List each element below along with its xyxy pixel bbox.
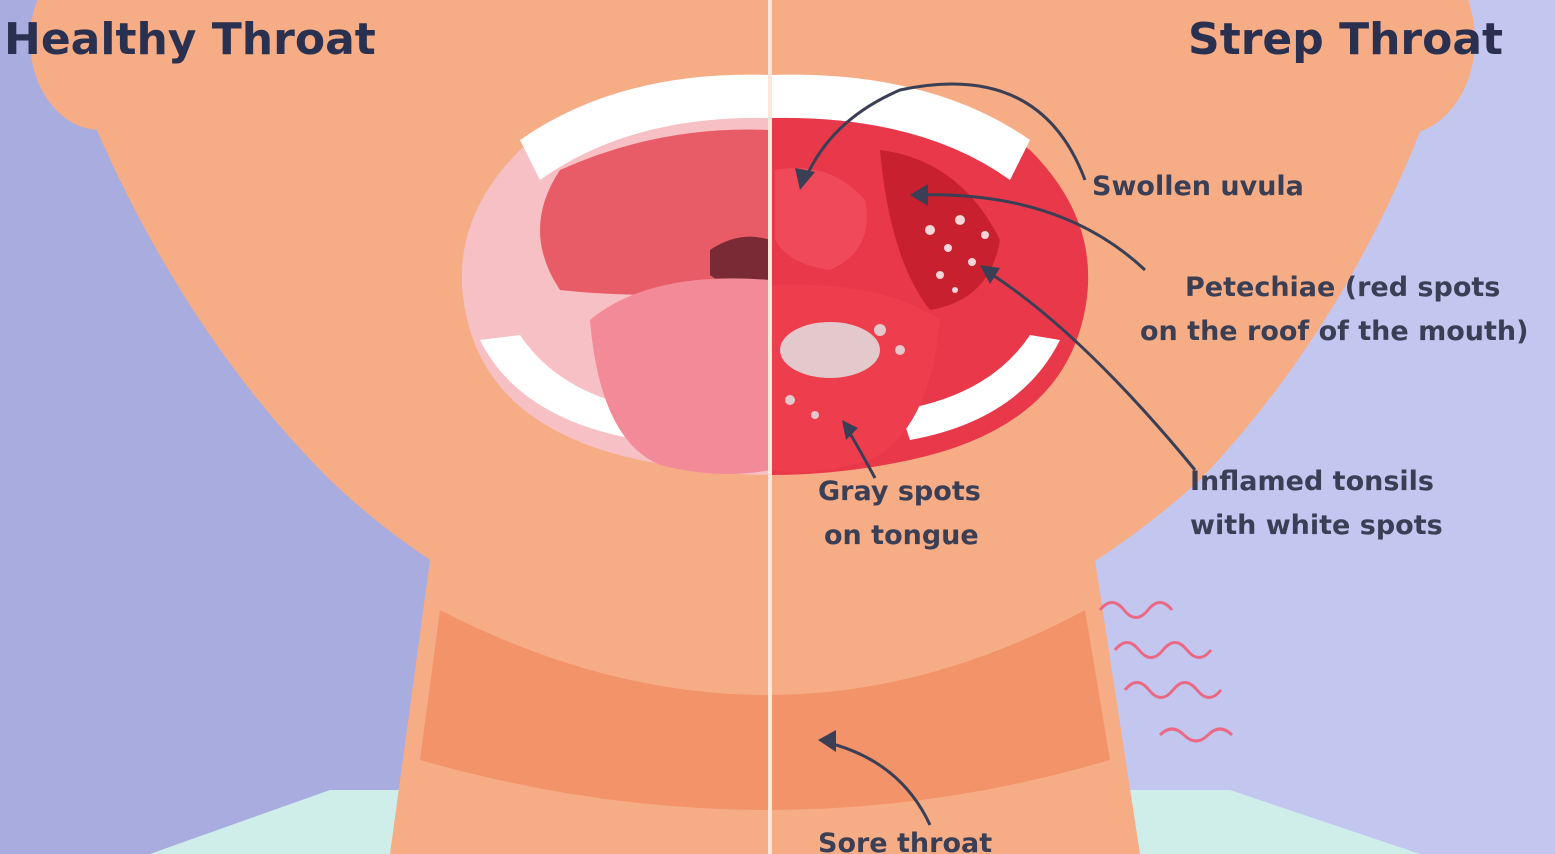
spot [968,258,976,266]
label-tonsils-line2: with white spots [1190,504,1443,548]
spot [785,395,795,405]
label-sore-throat: Sore throat [818,822,992,854]
spot [925,225,935,235]
label-tonsils-line1: Inflamed tonsils [1190,460,1434,504]
label-gray-spots-line1: Gray spots [818,470,981,514]
gray-patch [780,322,880,378]
spot [811,411,819,419]
spot [944,244,952,252]
spot [936,271,944,279]
spot [874,324,886,336]
label-petechiae-line1: Petechiae (red spots [1185,266,1500,310]
healthy-throat-title: Healthy Throat [4,14,376,65]
label-gray-spots-line2: on tongue [824,514,979,558]
spot [955,215,965,225]
spot [952,287,958,293]
label-petechiae-line2: on the roof of the mouth) [1140,310,1528,354]
label-swollen-uvula: Swollen uvula [1092,165,1304,209]
spot [981,231,989,239]
strep-throat-title: Strep Throat [1188,14,1503,65]
spot [895,345,905,355]
